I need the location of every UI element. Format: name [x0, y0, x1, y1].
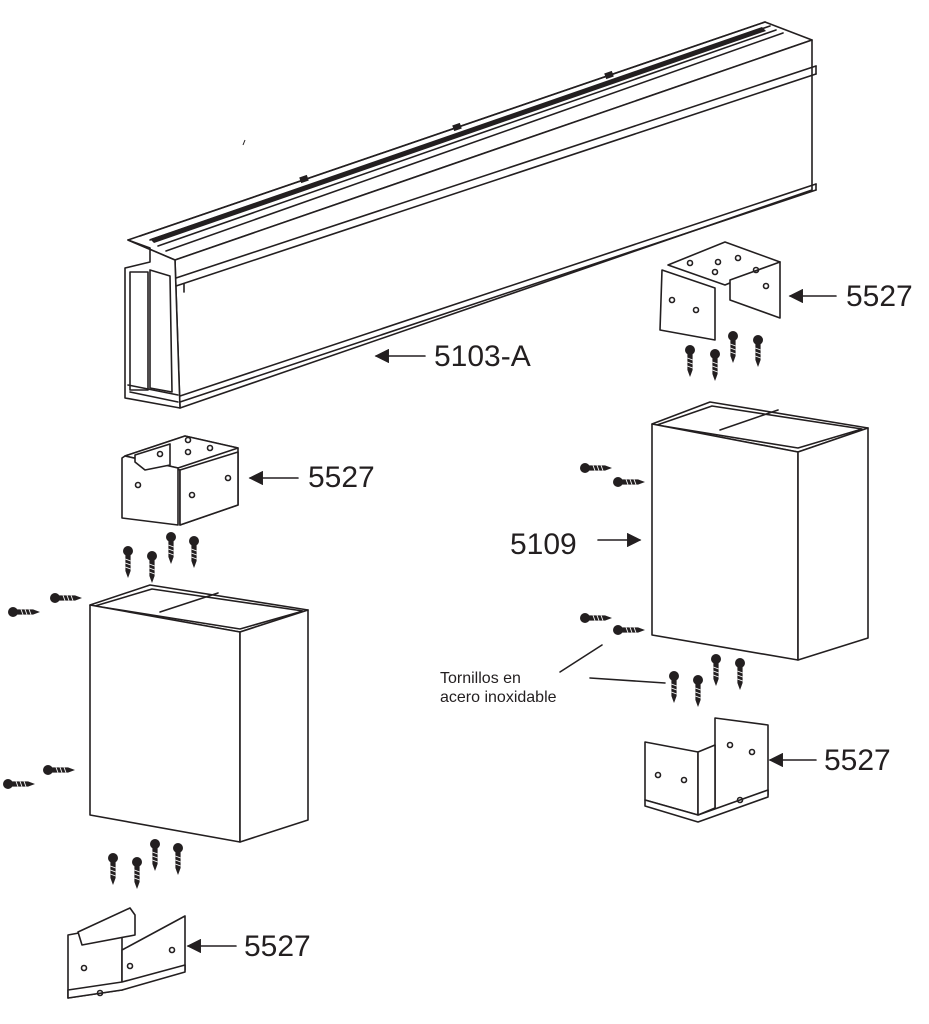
screws-note: Tornillos en acero inoxidable [440, 669, 610, 707]
post-right [651, 401, 869, 661]
screw-group-3 [107, 838, 184, 890]
screw-group-5 [579, 462, 646, 636]
screw-group-1 [122, 531, 200, 584]
screws-note-line1: Tornillos en [440, 670, 521, 687]
screw-group-6 [668, 653, 746, 708]
screw-group-4 [684, 330, 764, 382]
label-5527-bottom-right: 5527 [824, 744, 891, 777]
bracket-bottom-right [644, 717, 769, 823]
screws-note-line2: acero inoxidable [440, 689, 557, 706]
screw-group-2 [2, 592, 83, 790]
label-5527-top-right: 5527 [846, 280, 913, 313]
label-5527-top-left: 5527 [308, 461, 375, 494]
post-left [89, 584, 309, 843]
screws-leader-1 [559, 644, 603, 673]
beam-profile [124, 21, 817, 409]
label-5527-bottom-left: 5527 [244, 930, 311, 963]
label-5109: 5109 [510, 528, 577, 561]
screws-leader-2 [589, 677, 666, 684]
bracket-bottom-left [67, 907, 186, 999]
bracket-top-right [659, 241, 781, 341]
label-5103a: 5103-A [434, 340, 531, 373]
bracket-top-left [121, 435, 239, 526]
